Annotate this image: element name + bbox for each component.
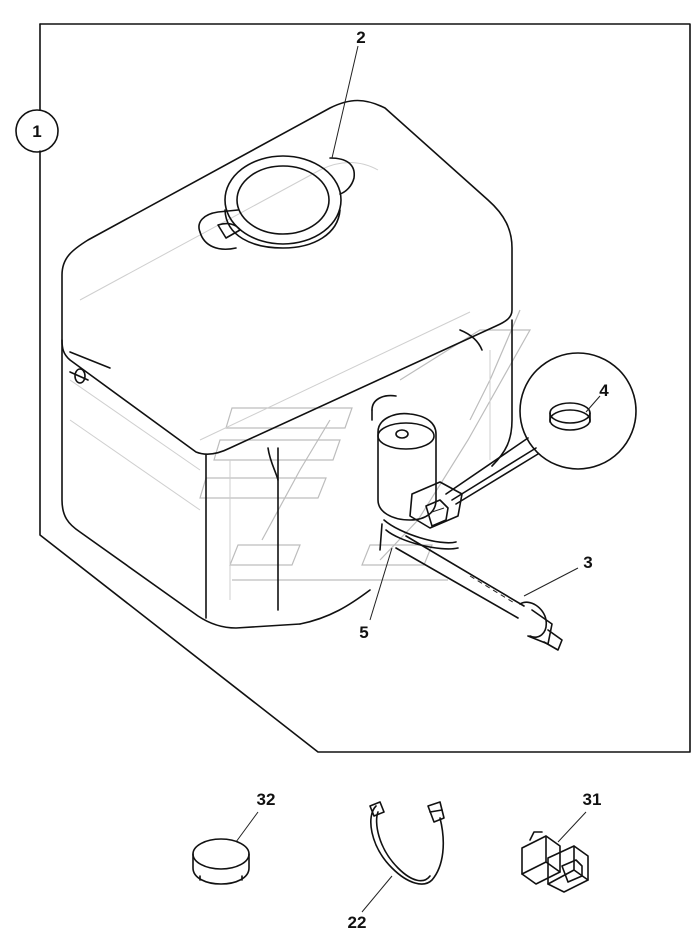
leader-5	[369, 547, 393, 621]
callout-5-label: 5	[359, 623, 368, 642]
leader-31	[557, 811, 587, 843]
cable-tie-fitted	[379, 519, 459, 551]
assembly-outline	[39, 23, 691, 753]
cable-tie	[369, 801, 445, 885]
callout-1-label: 1	[32, 122, 41, 141]
callout-22-label: 22	[348, 913, 367, 932]
callout-32-label: 32	[257, 790, 276, 809]
callout-3-label: 3	[583, 553, 592, 572]
leader-4	[585, 395, 601, 413]
grommet-plug	[192, 838, 250, 885]
filler-cap	[198, 155, 355, 250]
washer-reservoir	[61, 99, 513, 629]
leader-2	[331, 45, 359, 159]
washer-pump	[371, 394, 463, 529]
grommet-detail	[445, 352, 637, 505]
callout-31-label: 31	[583, 790, 602, 809]
callout-4-label: 4	[599, 381, 609, 400]
electrical-connector	[521, 831, 589, 893]
leader-3	[523, 567, 579, 597]
callout-2-label: 2	[356, 28, 365, 47]
leader-22	[361, 875, 393, 913]
callout-1: 1	[15, 109, 59, 153]
watermark-logo	[199, 309, 532, 581]
leader-32	[235, 811, 259, 843]
hose	[395, 535, 563, 651]
